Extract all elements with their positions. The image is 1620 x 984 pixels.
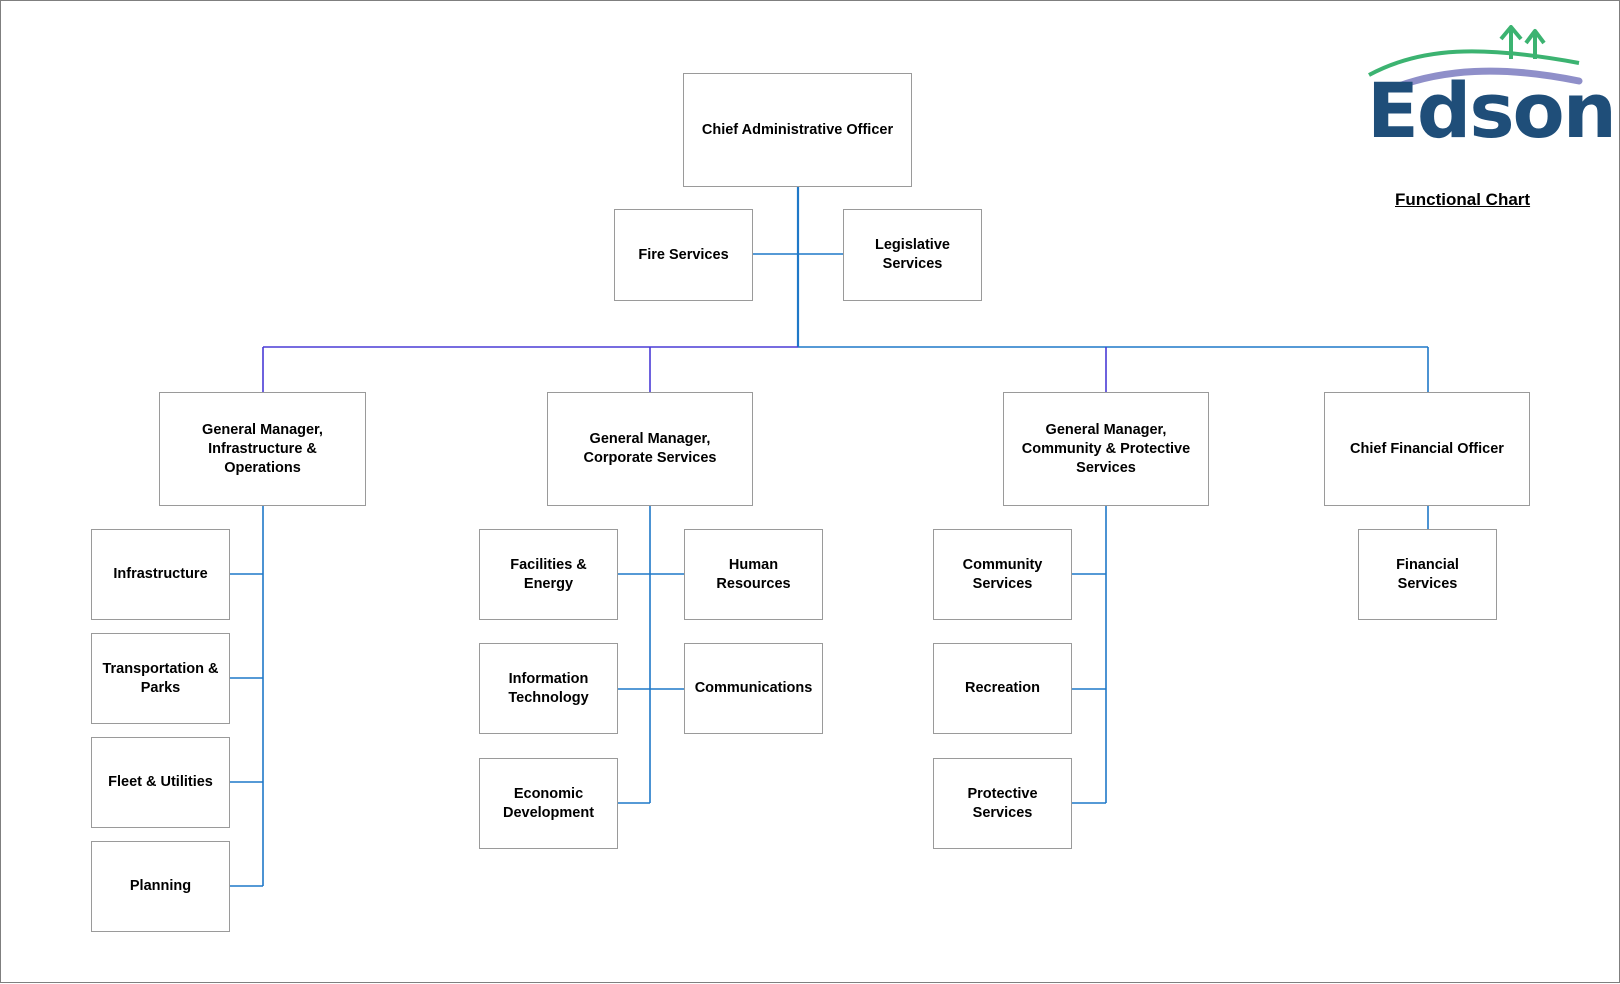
node-label: Legislative Services — [875, 237, 950, 272]
node-facilities-energy: Facilities & Energy — [479, 529, 618, 620]
node-economic-development: Economic Development — [479, 758, 618, 849]
node-label: Fire Services — [638, 246, 729, 263]
node-information-technology: Information Technology — [479, 643, 618, 734]
comm-branches — [1072, 573, 1106, 804]
node-legislative-services: Legislative Services — [843, 209, 982, 301]
node-financial-services: Financial Services — [1358, 529, 1497, 620]
node-chief-administrative-officer: Chief Administrative Officer — [683, 73, 912, 187]
node-gm-community-protective-services: General Manager, Community & Protective … — [1003, 392, 1209, 506]
node-communications: Communications — [684, 643, 823, 734]
node-label: Chief Administrative Officer — [701, 121, 894, 138]
node-chief-financial-officer: Chief Financial Officer — [1324, 392, 1530, 506]
node-community-services: Community Services — [933, 529, 1072, 620]
node-label: Information Technology — [508, 670, 589, 706]
node-label: General Manager, Infrastructure & Operat… — [202, 421, 323, 476]
node-label: Communications — [694, 680, 813, 696]
node-label: Community Services — [962, 556, 1043, 592]
chart-title: Functional Chart — [1395, 190, 1531, 209]
node-human-resources: Human Resources — [684, 529, 823, 620]
node-gm-infrastructure-operations: General Manager, Infrastructure & Operat… — [159, 392, 366, 506]
node-protective-services: Protective Services — [933, 758, 1072, 849]
infra-branches — [230, 573, 263, 887]
node-gm-corporate-services: General Manager, Corporate Services — [547, 392, 753, 506]
node-label: Transportation & Parks — [102, 660, 219, 696]
node-label: Protective Services — [967, 785, 1038, 821]
node-planning: Planning — [91, 841, 230, 932]
node-label: Fleet & Utilities — [108, 774, 213, 790]
node-transportation-parks: Transportation & Parks — [91, 633, 230, 724]
node-label: Infrastructure — [113, 566, 208, 582]
edson-tree-wave-logo-icon — [1368, 25, 1583, 93]
node-label: Planning — [129, 878, 192, 894]
node-label: Financial Services — [1396, 556, 1459, 592]
node-recreation: Recreation — [933, 643, 1072, 734]
node-label: General Manager, Corporate Services — [583, 431, 717, 466]
node-fleet-utilities: Fleet & Utilities — [91, 737, 230, 828]
edson-logo: Edson — [1361, 25, 1617, 151]
node-label: Human Resources — [716, 556, 791, 592]
node-label: General Manager, Community & Protective … — [1021, 421, 1191, 476]
node-infrastructure: Infrastructure — [91, 529, 230, 620]
node-label: Facilities & Energy — [510, 556, 587, 592]
corp-branches — [618, 573, 684, 804]
node-label: Chief Financial Officer — [1350, 440, 1504, 457]
node-label: Recreation — [965, 680, 1040, 696]
node-label: Economic Development — [502, 785, 595, 821]
logo-wordmark: Edson — [1367, 66, 1617, 155]
node-fire-services: Fire Services — [614, 209, 753, 301]
